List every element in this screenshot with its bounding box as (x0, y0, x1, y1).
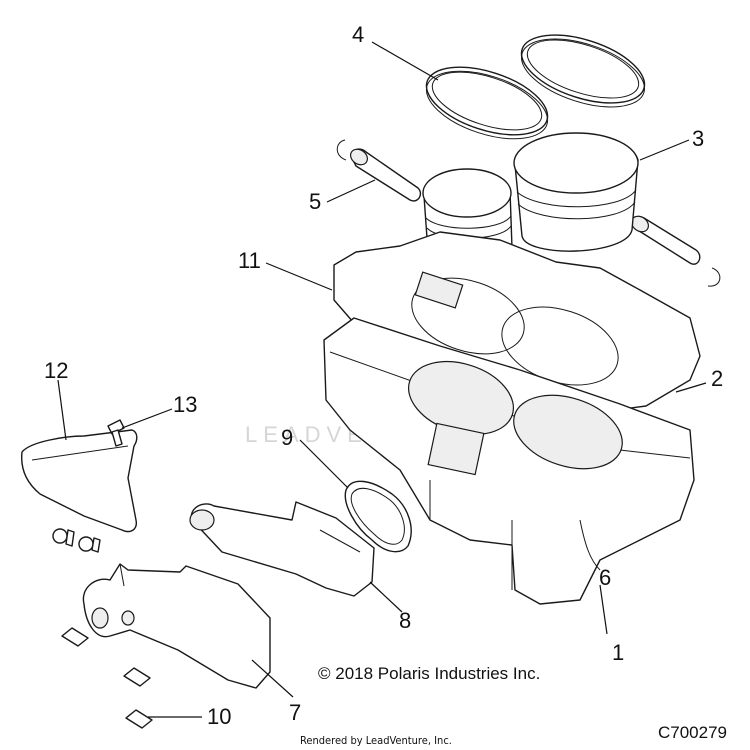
water-outlet-lower (82, 563, 271, 689)
callout-3: 3 (692, 126, 704, 151)
water-outlet-upper (189, 501, 375, 597)
cylinder-block (323, 317, 695, 605)
bolt-10-group (61, 627, 153, 729)
wrist-pin-right (631, 215, 721, 287)
callout-12: 12 (44, 358, 68, 383)
callout-10: 10 (207, 704, 231, 729)
callout-9: 9 (281, 425, 293, 450)
callout-7: 7 (289, 700, 301, 725)
callout-13: 13 (173, 392, 197, 417)
outlet-gasket (344, 480, 412, 553)
bolt-group-left (52, 528, 101, 553)
callout-8: 8 (399, 608, 411, 633)
rendered-by-text: Rendered by LeadVenture, Inc. (300, 734, 452, 747)
callout-4: 4 (352, 22, 364, 47)
callouts: 1 2 3 4 5 6 7 8 9 10 11 12 13 (44, 22, 723, 729)
piston-rings (425, 34, 646, 140)
callout-2: 2 (711, 366, 723, 391)
copyright-text: © 2018 Polaris Industries Inc. (318, 664, 540, 683)
figure-id: C700279 (658, 723, 727, 742)
callout-6: 6 (599, 565, 611, 590)
callout-11: 11 (238, 248, 261, 273)
callout-1: 1 (612, 640, 624, 665)
callout-5: 5 (309, 189, 321, 214)
leader-lines (57, 41, 707, 718)
heat-shield (21, 429, 138, 533)
bolt-13 (107, 419, 125, 447)
wrist-pin-left (336, 139, 422, 202)
piston-right (513, 132, 639, 252)
